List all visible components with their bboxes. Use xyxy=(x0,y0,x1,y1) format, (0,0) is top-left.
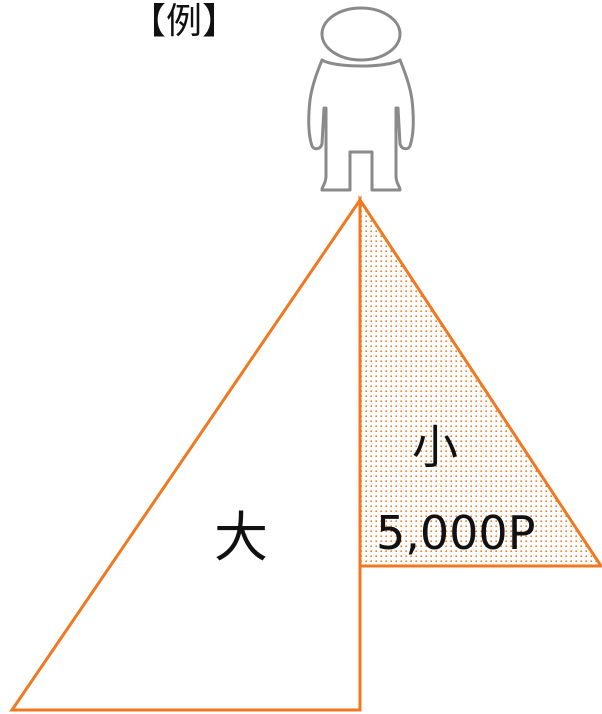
person-icon xyxy=(307,6,415,192)
small-triangle xyxy=(358,194,602,568)
large-label: 大 xyxy=(214,506,268,569)
small-label: 小 xyxy=(412,420,458,474)
example-label: 【例】 xyxy=(130,1,239,42)
large-triangle xyxy=(9,195,362,712)
small-points-label: 5,000P xyxy=(376,506,536,560)
